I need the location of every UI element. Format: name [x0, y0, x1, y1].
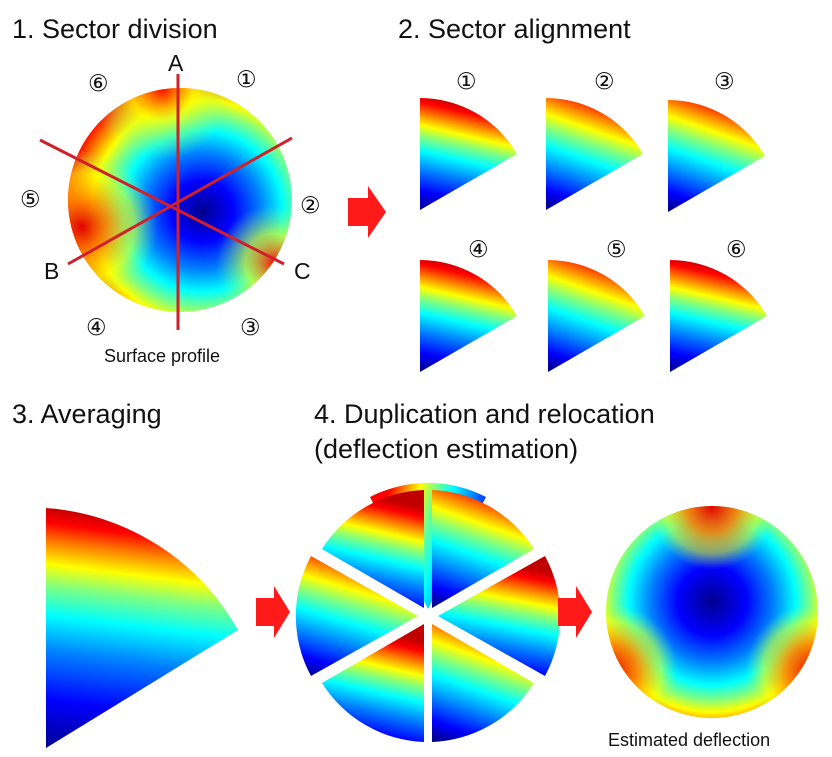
estimated-deflection-disc	[606, 506, 818, 718]
arrow-step3-to-step4	[256, 586, 290, 638]
arrow-step4-to-result	[558, 586, 592, 638]
arrow-step1-to-step2	[348, 186, 386, 238]
step1-title: 1. Sector division	[12, 14, 218, 44]
step4-title-line1: 4. Duplication and relocation	[314, 399, 655, 429]
relocated-wedge-5	[295, 556, 418, 676]
aligned-label-5: ⑤	[606, 236, 627, 262]
aligned-label-3: ③	[714, 68, 735, 94]
sector-label-3: ③	[240, 314, 261, 340]
aligned-sector-2	[546, 98, 643, 210]
estimated-deflection-caption: Estimated deflection	[608, 730, 771, 750]
aligned-sector-1	[420, 98, 517, 210]
sector-label-1: ①	[236, 66, 257, 92]
sector-division-lines	[39, 74, 293, 330]
division-line-c	[39, 138, 285, 266]
axis-label-c: C	[294, 258, 311, 284]
relocated-wedge-4	[322, 624, 424, 742]
step3-title: 3. Averaging	[12, 399, 162, 429]
step4-title-line2: (deflection estimation)	[314, 434, 579, 464]
axis-label-b: B	[44, 258, 60, 284]
relocated-wedge-2	[438, 556, 561, 676]
sector-label-5: ⑤	[20, 186, 41, 212]
aligned-sector-4	[420, 260, 517, 372]
sector-label-6: ⑥	[88, 70, 109, 96]
relocated-sector-wedges	[295, 490, 561, 742]
averaged-sector	[46, 508, 238, 748]
aligned-sector-3	[668, 100, 765, 212]
aligned-label-2: ②	[594, 68, 615, 94]
aligned-label-4: ④	[468, 236, 489, 262]
surface-profile-caption: Surface profile	[104, 346, 221, 366]
aligned-label-1: ①	[456, 68, 477, 94]
aligned-label-6: ⑥	[726, 236, 747, 262]
division-line-b	[67, 136, 293, 266]
step2-title: 2. Sector alignment	[398, 14, 631, 44]
relocated-wedge-3	[432, 624, 534, 742]
axis-label-a: A	[168, 50, 184, 76]
sector-label-4: ④	[86, 314, 107, 340]
relocated-wedge-6	[322, 490, 424, 608]
relocated-wedge-1	[432, 490, 534, 608]
aligned-sector-6	[670, 260, 767, 372]
aligned-sector-5	[548, 260, 645, 372]
sector-label-2: ②	[300, 192, 321, 218]
